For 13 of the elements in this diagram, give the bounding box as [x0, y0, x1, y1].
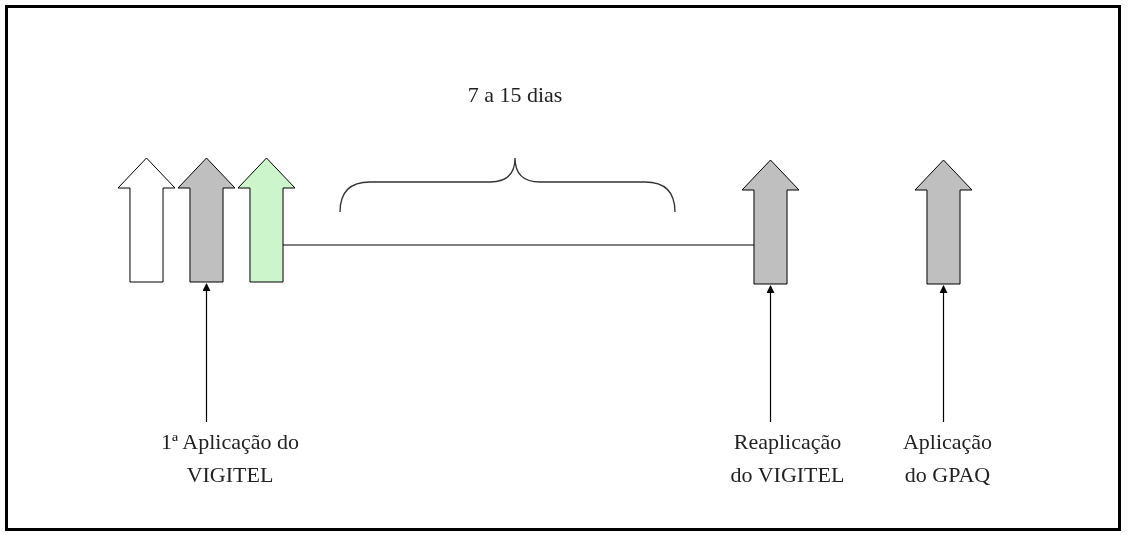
- caption-text: 1ª Aplicação do VIGITEL: [130, 425, 330, 491]
- timeline-marker: [118, 158, 175, 282]
- timeline-marker: [178, 158, 235, 282]
- caption-text: Reaplicação do VIGITEL: [725, 425, 850, 491]
- arrow: [202, 283, 211, 423]
- arrow: [939, 285, 948, 423]
- caption-text: Aplicação do GPAQ: [895, 425, 1000, 491]
- timeline-line: [282, 244, 755, 246]
- arrow: [766, 285, 775, 423]
- timeline-marker: [238, 158, 295, 282]
- duration-label: 7 a 15 dias: [466, 81, 564, 109]
- timeline-marker: [742, 160, 799, 284]
- timeline-marker: [915, 160, 972, 284]
